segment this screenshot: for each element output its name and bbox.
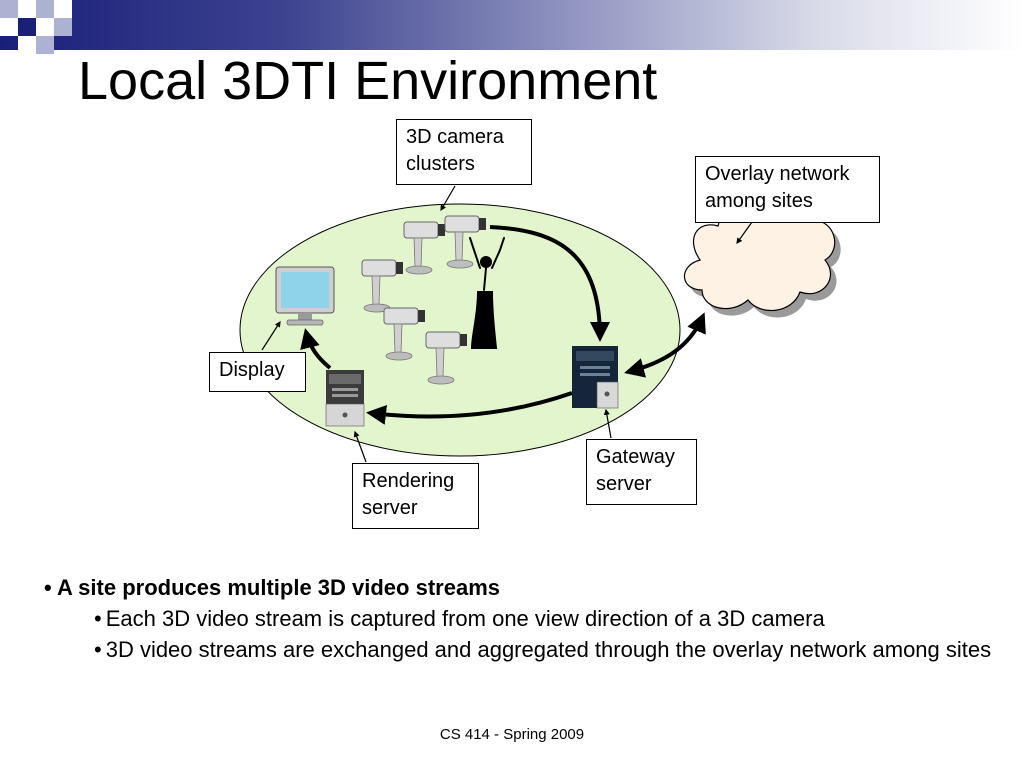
pointer-rendering-server xyxy=(353,430,367,463)
pointer-gateway-server xyxy=(603,408,612,439)
camera-clusters-line-2: clusters xyxy=(406,153,475,175)
display-line-1: Display xyxy=(219,359,285,381)
bullet-item: •Each 3D video stream is captured from o… xyxy=(94,606,825,631)
footer: CS 414 - Spring 2009 xyxy=(439,726,585,743)
overlay-cloud xyxy=(683,200,841,318)
pointer-camera-clusters xyxy=(440,185,456,212)
camera-icon xyxy=(444,215,486,269)
slide-title: Local 3DTI Environment xyxy=(78,51,658,111)
gateway-server-line-2: server xyxy=(596,473,652,495)
camera-icon xyxy=(361,259,403,313)
overlay-network-line-1: Overlay network xyxy=(705,163,850,185)
monitor-screen xyxy=(281,272,329,308)
bullet-text: A site produces multiple 3D video stream… xyxy=(57,575,500,600)
arrow-cameras-to-gateway xyxy=(489,225,610,342)
rendering-server-icon xyxy=(325,370,365,427)
camera-icon xyxy=(383,307,425,361)
bullet-item: •3D video streams are exchanged and aggr… xyxy=(94,637,992,662)
camera-icon xyxy=(425,331,467,385)
diagram: 3D camera clusters Overlay network among… xyxy=(0,110,1024,550)
pointer-display xyxy=(261,320,281,351)
camera-icon xyxy=(403,221,445,275)
rendering-server-line-2: server xyxy=(362,497,418,519)
label-overlay-network: Overlay network among sites xyxy=(695,156,880,223)
bullet-text: Each 3D video stream is captured from on… xyxy=(105,606,825,631)
arrow-gateway-overlay xyxy=(624,312,706,378)
title-bar xyxy=(0,0,1024,50)
gateway-server-line-1: Gateway xyxy=(596,446,675,468)
overlay-network-line-2: among sites xyxy=(705,190,813,212)
label-display: Display xyxy=(209,352,306,392)
diagram-canvas xyxy=(239,185,841,463)
dancer-figure-icon xyxy=(469,237,505,349)
label-rendering-server: Rendering server xyxy=(352,463,479,529)
bullet-item: • A site produces multiple 3D video stre… xyxy=(44,575,500,600)
label-camera-clusters: 3D camera clusters xyxy=(396,119,532,185)
camera-clusters-line-1: 3D camera xyxy=(406,126,504,148)
display-monitor-icon xyxy=(275,266,335,326)
label-gateway-server: Gateway server xyxy=(586,439,697,505)
bullet-list: • A site produces multiple 3D video stre… xyxy=(44,572,1014,665)
bullet-text: 3D video streams are exchanged and aggre… xyxy=(105,637,992,662)
arrow-gateway-to-rendering xyxy=(366,391,573,425)
pointer-overlay-network xyxy=(736,221,753,244)
rendering-server-line-1: Rendering xyxy=(362,470,455,492)
gateway-server-icon xyxy=(572,346,619,409)
arrow-rendering-to-display xyxy=(300,328,332,370)
